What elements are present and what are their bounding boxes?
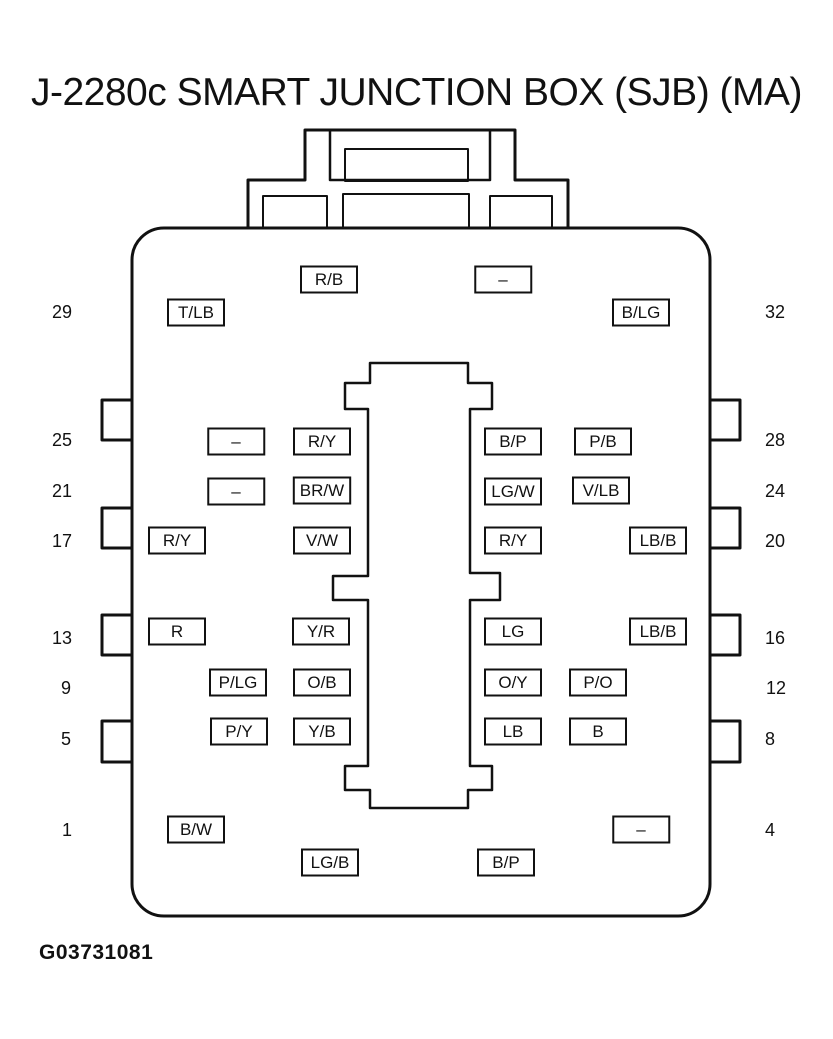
- wire-label-5a: P/Y: [225, 722, 252, 741]
- wire-label-21b: BR/W: [300, 481, 344, 500]
- cavity-box: [574, 427, 632, 456]
- wire-label-13b: Y/R: [307, 622, 335, 641]
- wire-label-25b: R/Y: [308, 432, 336, 451]
- wire-label-8a: LB: [503, 722, 524, 741]
- wire-label-28b: P/B: [589, 432, 616, 451]
- pin-number-21: 21: [52, 481, 72, 501]
- wire-label-4: –: [636, 820, 646, 839]
- wire-label-1: B/W: [180, 820, 212, 839]
- cavity-box: [569, 668, 627, 697]
- cavity-box: [629, 526, 687, 555]
- wire-label-9a: P/LG: [219, 673, 258, 692]
- cavity-box: [167, 815, 225, 844]
- connector-window-center-lower: [342, 193, 470, 229]
- connector-inner-latch: [328, 130, 492, 182]
- cavity-box: [474, 265, 533, 294]
- cavity-box: [292, 476, 352, 505]
- wire-label-12a: O/Y: [498, 673, 527, 692]
- cavity-box: [484, 717, 542, 746]
- wire-label-bottom-left: LG/B: [311, 853, 350, 872]
- pin-number-24: 24: [765, 481, 785, 501]
- center-keyway: [331, 361, 502, 810]
- cavity-box: [293, 526, 351, 555]
- pin-number-4: 4: [765, 820, 775, 840]
- pin-number-16: 16: [765, 628, 785, 648]
- side-tab-right-28: [710, 398, 742, 442]
- diagram-title: J-2280c SMART JUNCTION BOX (SJB) (MA): [30, 71, 803, 114]
- pin-number-32: 32: [765, 302, 785, 322]
- cavity-box: [569, 717, 627, 746]
- cavity-box: [572, 476, 630, 505]
- cavity-box: [301, 848, 359, 877]
- pin-number-5: 5: [61, 729, 71, 749]
- cavity-box: [484, 668, 542, 697]
- connector-window-left: [262, 195, 328, 229]
- wire-label-25a: –: [231, 432, 241, 451]
- wire-label-16a: LG: [502, 622, 525, 641]
- pin-number-13: 13: [52, 628, 72, 648]
- wire-label-5b: Y/B: [308, 722, 335, 741]
- figure-code: G03731081: [39, 941, 154, 964]
- cavity-box: [612, 815, 671, 844]
- side-tab-left-25: [100, 398, 132, 442]
- wire-label-17b: V/W: [306, 531, 338, 550]
- wire-label-9b: O/B: [307, 673, 336, 692]
- cavity-box: [293, 717, 351, 746]
- pin-number-1: 1: [62, 820, 72, 840]
- pin-number-12: 12: [766, 678, 786, 698]
- wire-label-17a: R/Y: [163, 531, 191, 550]
- cavity-box: [484, 477, 542, 506]
- cavity-box: [207, 477, 266, 506]
- pin-number-25: 25: [52, 430, 72, 450]
- cavity-box: [484, 526, 542, 555]
- pin-number-17: 17: [52, 531, 72, 551]
- cavity-box: [477, 848, 535, 877]
- wire-label-32: B/LG: [622, 303, 661, 322]
- wire-label-13a: R: [171, 622, 183, 641]
- cavity-box: [484, 617, 542, 646]
- wire-label-24b: V/LB: [583, 481, 620, 500]
- side-tab-left-5: [100, 719, 132, 764]
- pin-number-8: 8: [765, 729, 775, 749]
- pin-number-20: 20: [765, 531, 785, 551]
- wire-label-29: T/LB: [178, 303, 214, 322]
- side-tab-right-20: [710, 506, 742, 550]
- wire-label-28a: B/P: [499, 432, 526, 451]
- side-tab-left-13: [100, 613, 132, 657]
- wire-label-20a: R/Y: [499, 531, 527, 550]
- side-tab-left-17: [100, 506, 132, 550]
- cavity-box: [293, 668, 351, 697]
- cavity-box: [148, 617, 206, 646]
- cavity-box: [484, 427, 542, 456]
- wire-label-21a: –: [231, 482, 241, 501]
- cavity-box: [148, 526, 206, 555]
- cavity-box: [300, 265, 358, 294]
- cavity-box: [207, 427, 266, 456]
- wire-label-16b: LB/B: [640, 622, 677, 641]
- cavity-box: [210, 717, 268, 746]
- wire-label-8b: B: [592, 722, 603, 741]
- side-tab-right-16: [710, 613, 742, 657]
- pin-number-29: 29: [52, 302, 72, 322]
- cavity-box: [292, 617, 350, 646]
- pin-number-28: 28: [765, 430, 785, 450]
- wire-label-24a: LG/W: [491, 482, 534, 501]
- cavity-box: [629, 617, 687, 646]
- pin-number-9: 9: [61, 678, 71, 698]
- wire-label-bottom-right: B/P: [492, 853, 519, 872]
- cavity-box: [612, 298, 670, 327]
- cavity-box: [293, 427, 351, 456]
- connector-window-center-upper: [344, 148, 469, 182]
- connector-housing: [246, 128, 570, 228]
- junction-box-outline: [130, 226, 712, 918]
- wire-label-top-right: –: [498, 270, 508, 289]
- wire-label-top-left: R/B: [315, 270, 343, 289]
- side-tab-right-8: [710, 719, 742, 764]
- connector-window-right: [489, 195, 553, 229]
- wire-label-20b: LB/B: [640, 531, 677, 550]
- cavity-box: [167, 298, 225, 327]
- wire-label-12b: P/O: [583, 673, 612, 692]
- cavity-box: [209, 668, 267, 697]
